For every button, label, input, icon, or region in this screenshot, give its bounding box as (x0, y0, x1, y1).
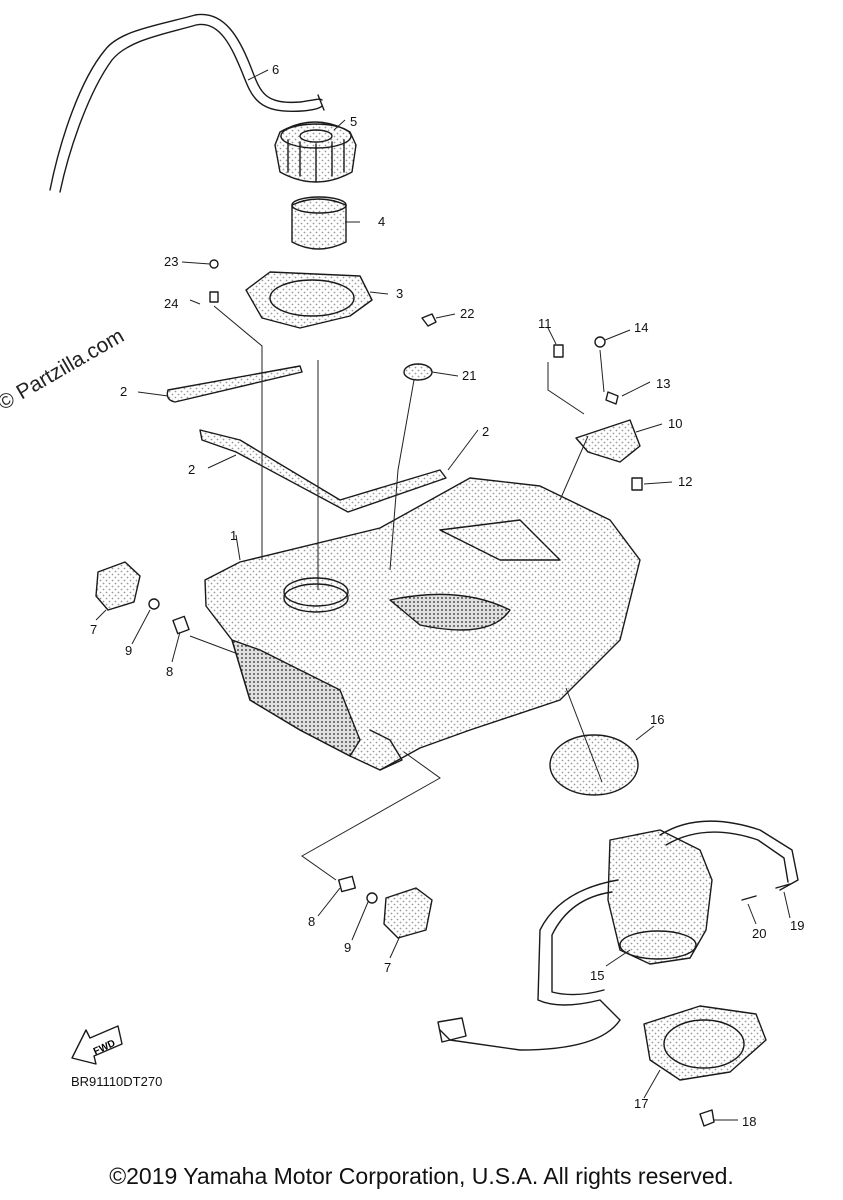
callout-12: 12 (678, 474, 692, 489)
diagram-reference-code: BR91110DT270 (71, 1074, 163, 1089)
callout-2b: 2 (188, 462, 195, 477)
callout-21: 21 (462, 368, 476, 383)
fuel-filter-part-4 (291, 196, 347, 250)
callout-15: 15 (590, 968, 604, 983)
callout-6: 6 (272, 62, 279, 77)
callout-14: 14 (634, 320, 648, 335)
hose-part-2-lower (199, 429, 447, 513)
leader-lines (95, 69, 791, 1121)
callout-4: 4 (378, 214, 385, 229)
collar-part-24 (209, 291, 219, 303)
callout-7b: 7 (384, 960, 391, 975)
callout-13: 13 (656, 376, 670, 391)
hose-part-2-upper (166, 365, 303, 403)
bolt-part-18 (699, 1109, 715, 1127)
callout-7a: 7 (90, 622, 97, 637)
callout-5: 5 (350, 114, 357, 129)
callout-16: 16 (650, 712, 664, 727)
collar-part-9-left (148, 598, 160, 610)
callout-24: 24 (164, 296, 178, 311)
damper-part-7-lower (383, 887, 433, 939)
collar-part-9-lower (366, 892, 378, 904)
callout-9b: 9 (344, 940, 351, 955)
grommet-part-21 (403, 363, 433, 381)
fuel-pump-part-15 (437, 820, 799, 1051)
callout-20: 20 (752, 926, 766, 941)
breather-hose-part-6 (49, 13, 325, 193)
callout-23: 23 (164, 254, 178, 269)
collar-part-8-lower (337, 875, 357, 893)
copyright-notice: ©2019 Yamaha Motor Corporation, U.S.A. A… (109, 1163, 734, 1189)
collar-part-8-left (172, 615, 190, 635)
hose-part-20 (741, 895, 757, 901)
fuel-tank-part-1 (204, 477, 641, 771)
callout-1: 1 (230, 528, 237, 543)
callout-11: 11 (538, 316, 552, 331)
clip-part-19 (775, 883, 791, 889)
callout-18: 18 (742, 1114, 756, 1129)
callout-8b: 8 (308, 914, 315, 929)
screw-part-23 (209, 259, 219, 269)
fwd-arrow-icon: FWD (71, 1025, 123, 1065)
callout-22: 22 (460, 306, 474, 321)
fwd-label: FWD (92, 1038, 117, 1058)
callout-2c: 2 (482, 424, 489, 439)
callout-3: 3 (396, 286, 403, 301)
callout-9a: 9 (125, 643, 132, 658)
cap-bracket-part-3 (245, 271, 373, 329)
callout-17: 17 (634, 1096, 648, 1111)
fuel-cap-part-5 (274, 121, 357, 183)
pump-gasket-plate-part-17 (643, 1005, 767, 1081)
bolt-part-22 (421, 313, 437, 327)
callout-10: 10 (668, 416, 682, 431)
callout-19: 19 (790, 918, 804, 933)
damper-part-7-left (95, 561, 141, 611)
callout-8a: 8 (166, 664, 173, 679)
callout-2a: 2 (120, 384, 127, 399)
gasket-part-16 (549, 734, 639, 796)
bracket-cluster-parts-10-14 (553, 336, 643, 491)
callout-labels: 1 2 2 2 3 4 5 6 7 7 8 8 9 9 10 11 12 13 … (90, 62, 804, 1129)
